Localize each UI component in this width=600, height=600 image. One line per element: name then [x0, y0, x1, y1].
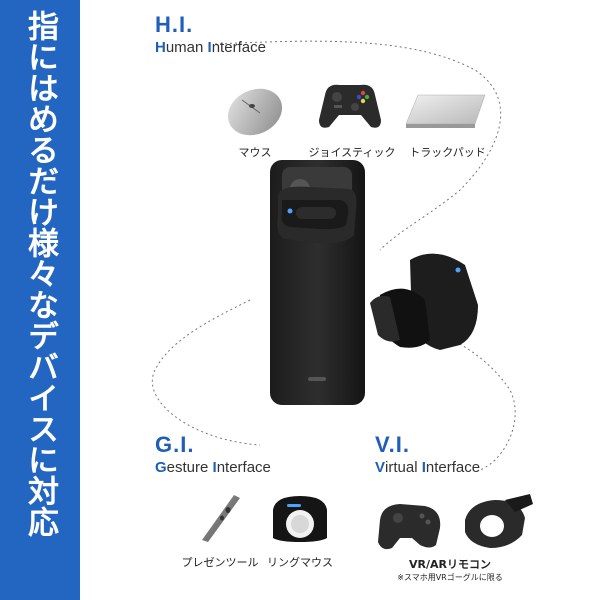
sidebar-banner: 指にはめるだけ様々なデバイスに対応 — [0, 0, 80, 600]
hi-item-label: マウス — [238, 146, 272, 159]
gi-item-label: プレゼンツール — [181, 556, 259, 569]
ring-mouse-icon — [273, 496, 327, 542]
gi-heading: G.I. Gesture Interface — [155, 432, 271, 476]
mouse-icon — [227, 88, 283, 136]
vr-controller-icon — [378, 494, 533, 550]
vi-full-name: Virtual Interface — [375, 459, 481, 476]
hi-abbr: H.I. — [155, 12, 194, 37]
gi-full-name: Gesture Interface — [155, 459, 271, 476]
hi-full-name: Human Interface — [155, 39, 266, 56]
vi-abbr: V.I. — [375, 432, 410, 457]
gamepad-icon — [319, 84, 381, 128]
presenter-icon — [202, 495, 240, 542]
vi-note: ※スマホ用VRゴーグルに限る — [397, 573, 503, 582]
phone-with-ring-device-image — [270, 160, 478, 405]
hi-item-label: ジョイスティック — [308, 146, 396, 159]
hi-item-label: トラックパッド — [409, 146, 486, 159]
trackpad-icon — [405, 94, 486, 128]
headline: 指にはめるだけ様々なデバイスに対応 — [22, 10, 58, 537]
hi-heading: H.I. Human Interface — [155, 12, 266, 56]
vi-heading: V.I. Virtual Interface — [375, 432, 480, 476]
vi-item-label: VR/ARリモコン — [409, 558, 491, 571]
gi-abbr: G.I. — [155, 432, 195, 457]
content-area: H.I. Human Interface マウス ジョイスティック トラックパッ… — [80, 0, 600, 600]
gi-item-label: リングマウス — [267, 556, 333, 569]
